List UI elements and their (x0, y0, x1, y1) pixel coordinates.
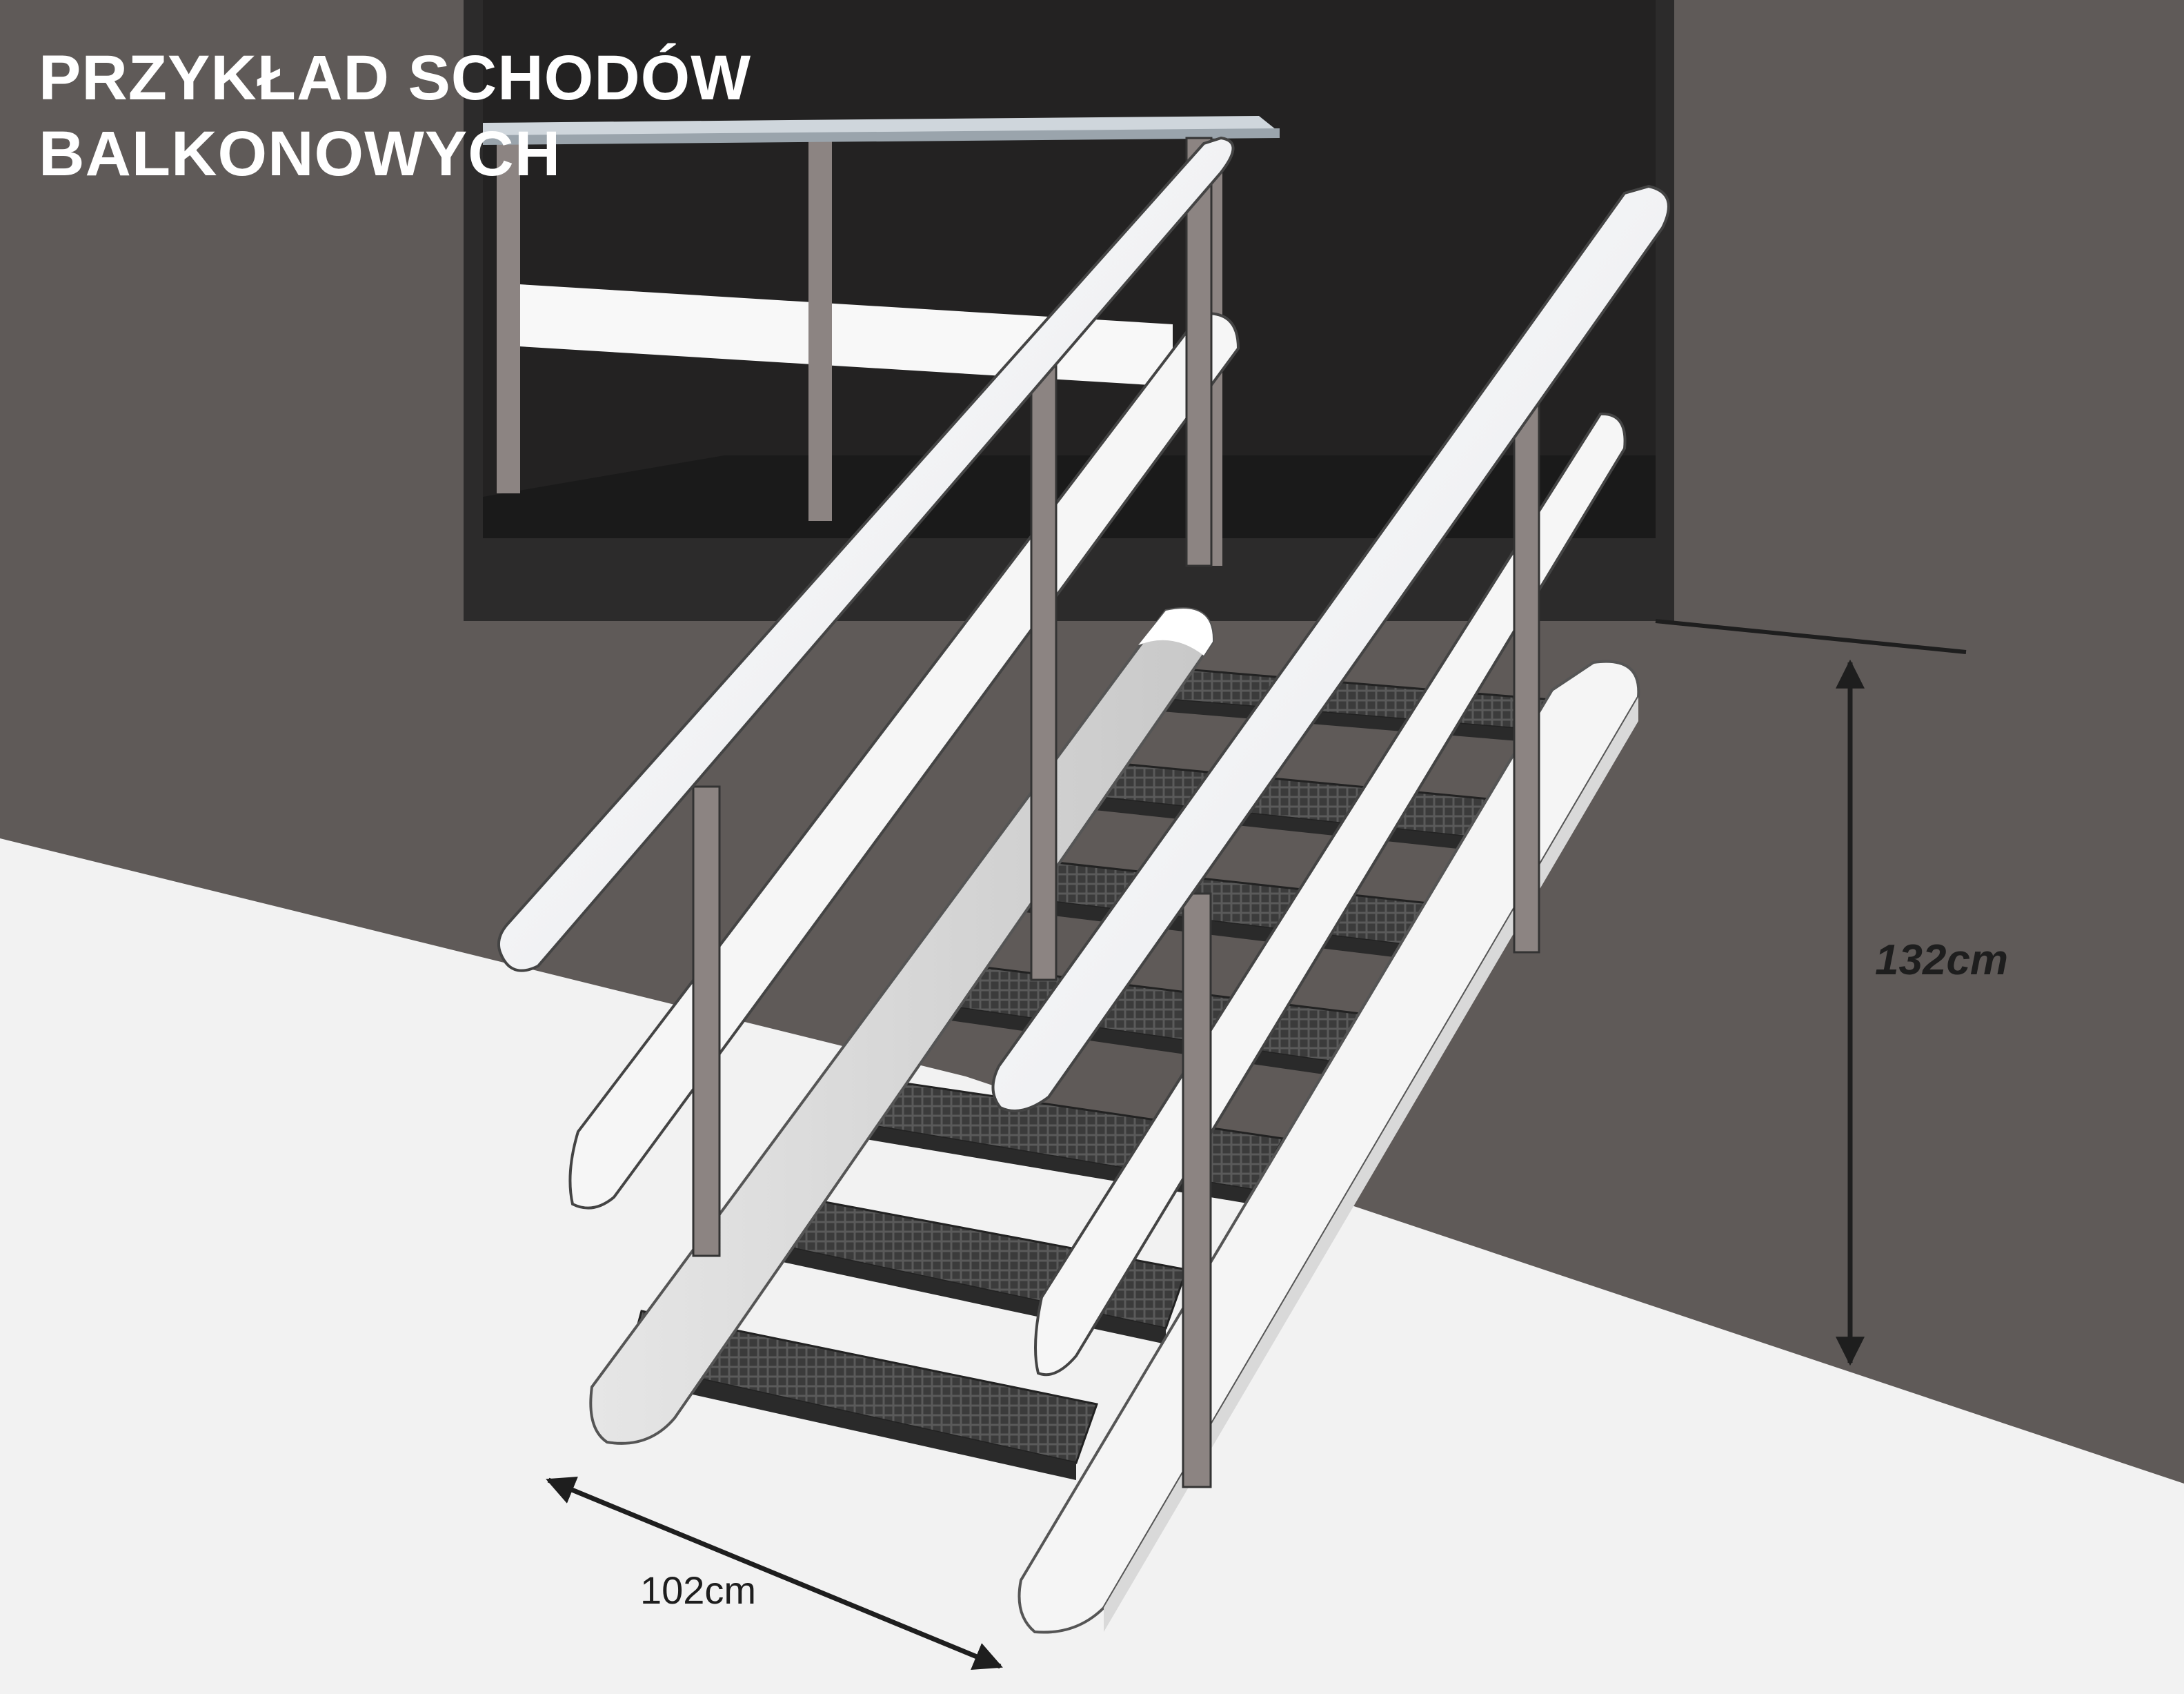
title-line-2: BALKONOWYCH (39, 119, 562, 189)
height-label: 132cm (1875, 936, 2009, 984)
handrails (497, 136, 1670, 1112)
right-stringer (1017, 660, 1640, 1634)
width-dimension (546, 1476, 1003, 1671)
height-dimension (1655, 619, 1967, 1366)
page-title: PRZYKŁAD SCHODÓW BALKONOWYCH (39, 40, 751, 192)
width-arrow (546, 1476, 1003, 1671)
left-stringer (589, 607, 1215, 1445)
title-line-1: PRZYKŁAD SCHODÓW (39, 43, 752, 113)
width-label: 102cm (640, 1568, 757, 1612)
